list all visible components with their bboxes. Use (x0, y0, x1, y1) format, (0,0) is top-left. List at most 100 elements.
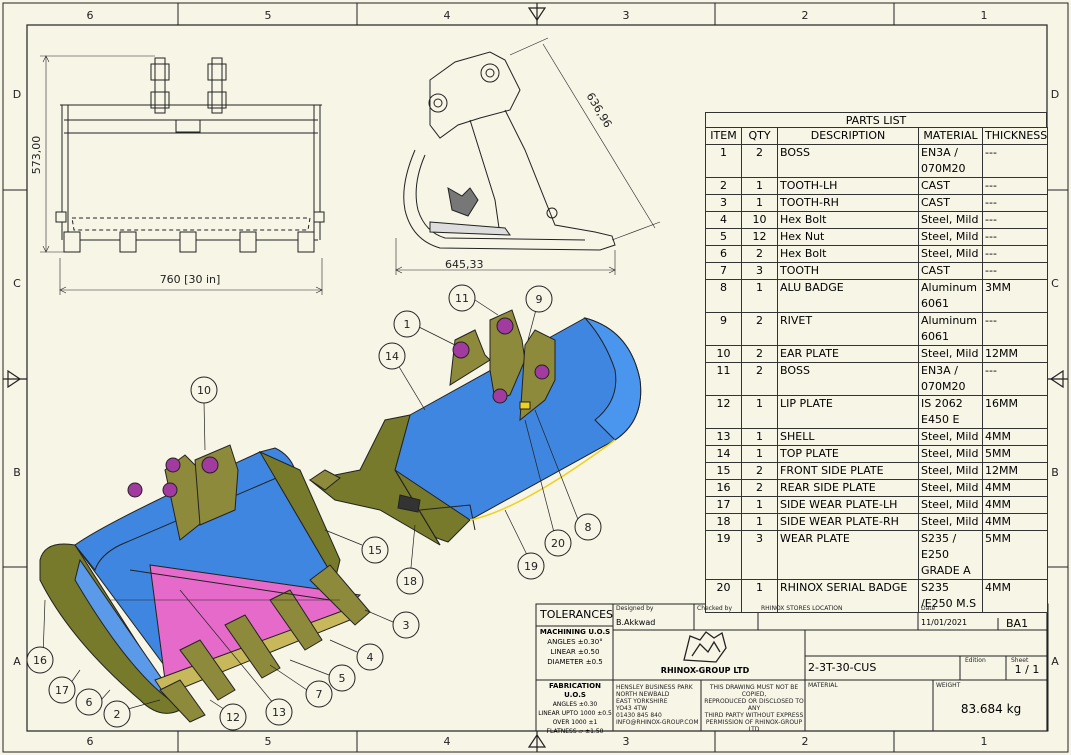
parts-cell-material: S235 /E250 M.S (918, 579, 983, 613)
date-value: 11/01/2021 (921, 618, 968, 627)
parts-cell-item: 12 (705, 395, 742, 429)
designed-by-value: B.Akkwad (616, 618, 656, 627)
balloon-12-label: 12 (226, 711, 240, 724)
parts-header-row: ITEM QTY DESCRIPTION MATERIAL THICKNESS (705, 127, 1048, 145)
zone-col-top-4: 2 (802, 9, 809, 22)
parts-cell-item: 14 (705, 445, 742, 463)
parts-cell-item: 5 (705, 228, 742, 246)
iso-bucket-lower (39, 444, 371, 723)
balloon-7: 7 (305, 680, 333, 708)
machining-diameter: DIAMETER ±0.5 (547, 658, 603, 666)
parts-cell-qty: 1 (741, 445, 778, 463)
parts-cell-item: 16 (705, 479, 742, 497)
parts-cell-thickness: --- (982, 228, 1048, 246)
balloon-1: 1 (393, 310, 421, 338)
parts-cell-qty: 1 (741, 513, 778, 531)
parts-cell-item: 8 (705, 279, 742, 313)
parts-cell-item: 17 (705, 496, 742, 514)
zone-row-right-1: C (1051, 277, 1059, 290)
parts-cell-qty: 2 (741, 144, 778, 178)
parts-cell-material: CAST (918, 262, 983, 280)
balloon-6: 6 (75, 688, 103, 716)
zone-labels: 6 5 4 3 2 1 6 5 4 3 2 1 D C B A D C B A (13, 9, 1059, 748)
parts-cell-material: Steel, Mild (918, 462, 983, 480)
fab-over: OVER 1000 ±1 (552, 719, 598, 726)
zone-row-left-1: C (13, 277, 21, 290)
balloon-10-label: 10 (197, 384, 211, 397)
notice-line: REPRODUCED OR DISCLOSED TO ANY (704, 698, 804, 712)
dim-height: 573,00 (30, 136, 43, 175)
part-number: 2-3T-30-CUS (808, 661, 877, 674)
tolerances-label: TOLERANCES (540, 608, 614, 621)
parts-cell-item: 1 (705, 144, 742, 178)
designed-by-label: Designed by (616, 605, 654, 612)
balloon-3-label: 3 (403, 619, 410, 632)
parts-cell-item: 13 (705, 428, 742, 446)
address-line: 01430 845 840 (616, 712, 662, 719)
balloon-4-label: 4 (367, 651, 374, 664)
parts-cell-material: Aluminum 6061 (918, 279, 983, 313)
balloon-17-label: 17 (55, 684, 69, 697)
address-line: YO43 4TW (616, 705, 648, 712)
balloon-6-label: 6 (86, 696, 93, 709)
col-description: DESCRIPTION (777, 127, 919, 145)
parts-cell-thickness: 16MM (982, 395, 1048, 429)
parts-cell-description: SHELL (777, 428, 919, 446)
parts-cell-material: Steel, Mild (918, 479, 983, 497)
notice-line: THIRD PARTY WITHOUT EXPRESS (704, 712, 804, 719)
zone-col-bottom-0: 6 (87, 735, 94, 748)
parts-cell-thickness: 4MM (982, 479, 1048, 497)
dim-side-width: 645,33 (445, 258, 484, 271)
parts-cell-thickness: --- (982, 144, 1048, 178)
balloon-16-label: 16 (33, 654, 47, 667)
parts-cell-qty: 2 (741, 245, 778, 263)
zone-col-top-1: 5 (265, 9, 272, 22)
parts-cell-material: EN3A / 070M20 (918, 144, 983, 178)
parts-cell-qty: 3 (741, 530, 778, 580)
balloon-12: 12 (219, 703, 247, 731)
balloon-7-label: 7 (316, 688, 323, 701)
balloons: 1 2 3 4 5 6 7 8 9 10 11 12 13 14 15 16 1… (26, 284, 602, 731)
parts-cell-description: Hex Nut (777, 228, 919, 246)
parts-cell-material: Steel, Mild (918, 228, 983, 246)
machining-angles: ANGLES ±0.30° (547, 638, 603, 646)
parts-cell-qty: 1 (741, 279, 778, 313)
parts-cell-description: TOP PLATE (777, 445, 919, 463)
parts-cell-description: LIP PLATE (777, 395, 919, 429)
zone-row-left-3: A (13, 655, 21, 668)
zone-row-left-2: B (13, 466, 21, 479)
balloon-11-label: 11 (455, 292, 469, 305)
sheet-size: BA1 (1006, 617, 1029, 630)
parts-cell-thickness: --- (982, 177, 1048, 195)
parts-cell-description: RIVET (777, 312, 919, 346)
notice-line: THIS DRAWING MUST NOT BE COPIED, (709, 684, 799, 698)
balloon-14-label: 14 (385, 350, 399, 363)
parts-cell-description: REAR SIDE PLATE (777, 479, 919, 497)
zone-row-right-3: A (1051, 655, 1059, 668)
parts-cell-material: CAST (918, 177, 983, 195)
parts-cell-qty: 1 (741, 395, 778, 429)
centering-marks (3, 3, 1068, 752)
zone-ticks (3, 3, 1068, 752)
parts-cell-material: Steel, Mild (918, 496, 983, 514)
balloon-13-label: 13 (272, 706, 286, 719)
sheet-value: 1 / 1 (1014, 663, 1040, 676)
parts-cell-qty: 1 (741, 428, 778, 446)
parts-cell-thickness: --- (982, 362, 1048, 396)
parts-cell-thickness: --- (982, 245, 1048, 263)
parts-cell-thickness: 4MM (982, 428, 1048, 446)
parts-cell-description: Hex Bolt (777, 245, 919, 263)
parts-cell-item: 4 (705, 211, 742, 229)
parts-cell-material: Steel, Mild (918, 245, 983, 263)
zone-col-top-0: 6 (87, 9, 94, 22)
parts-cell-qty: 1 (741, 194, 778, 212)
